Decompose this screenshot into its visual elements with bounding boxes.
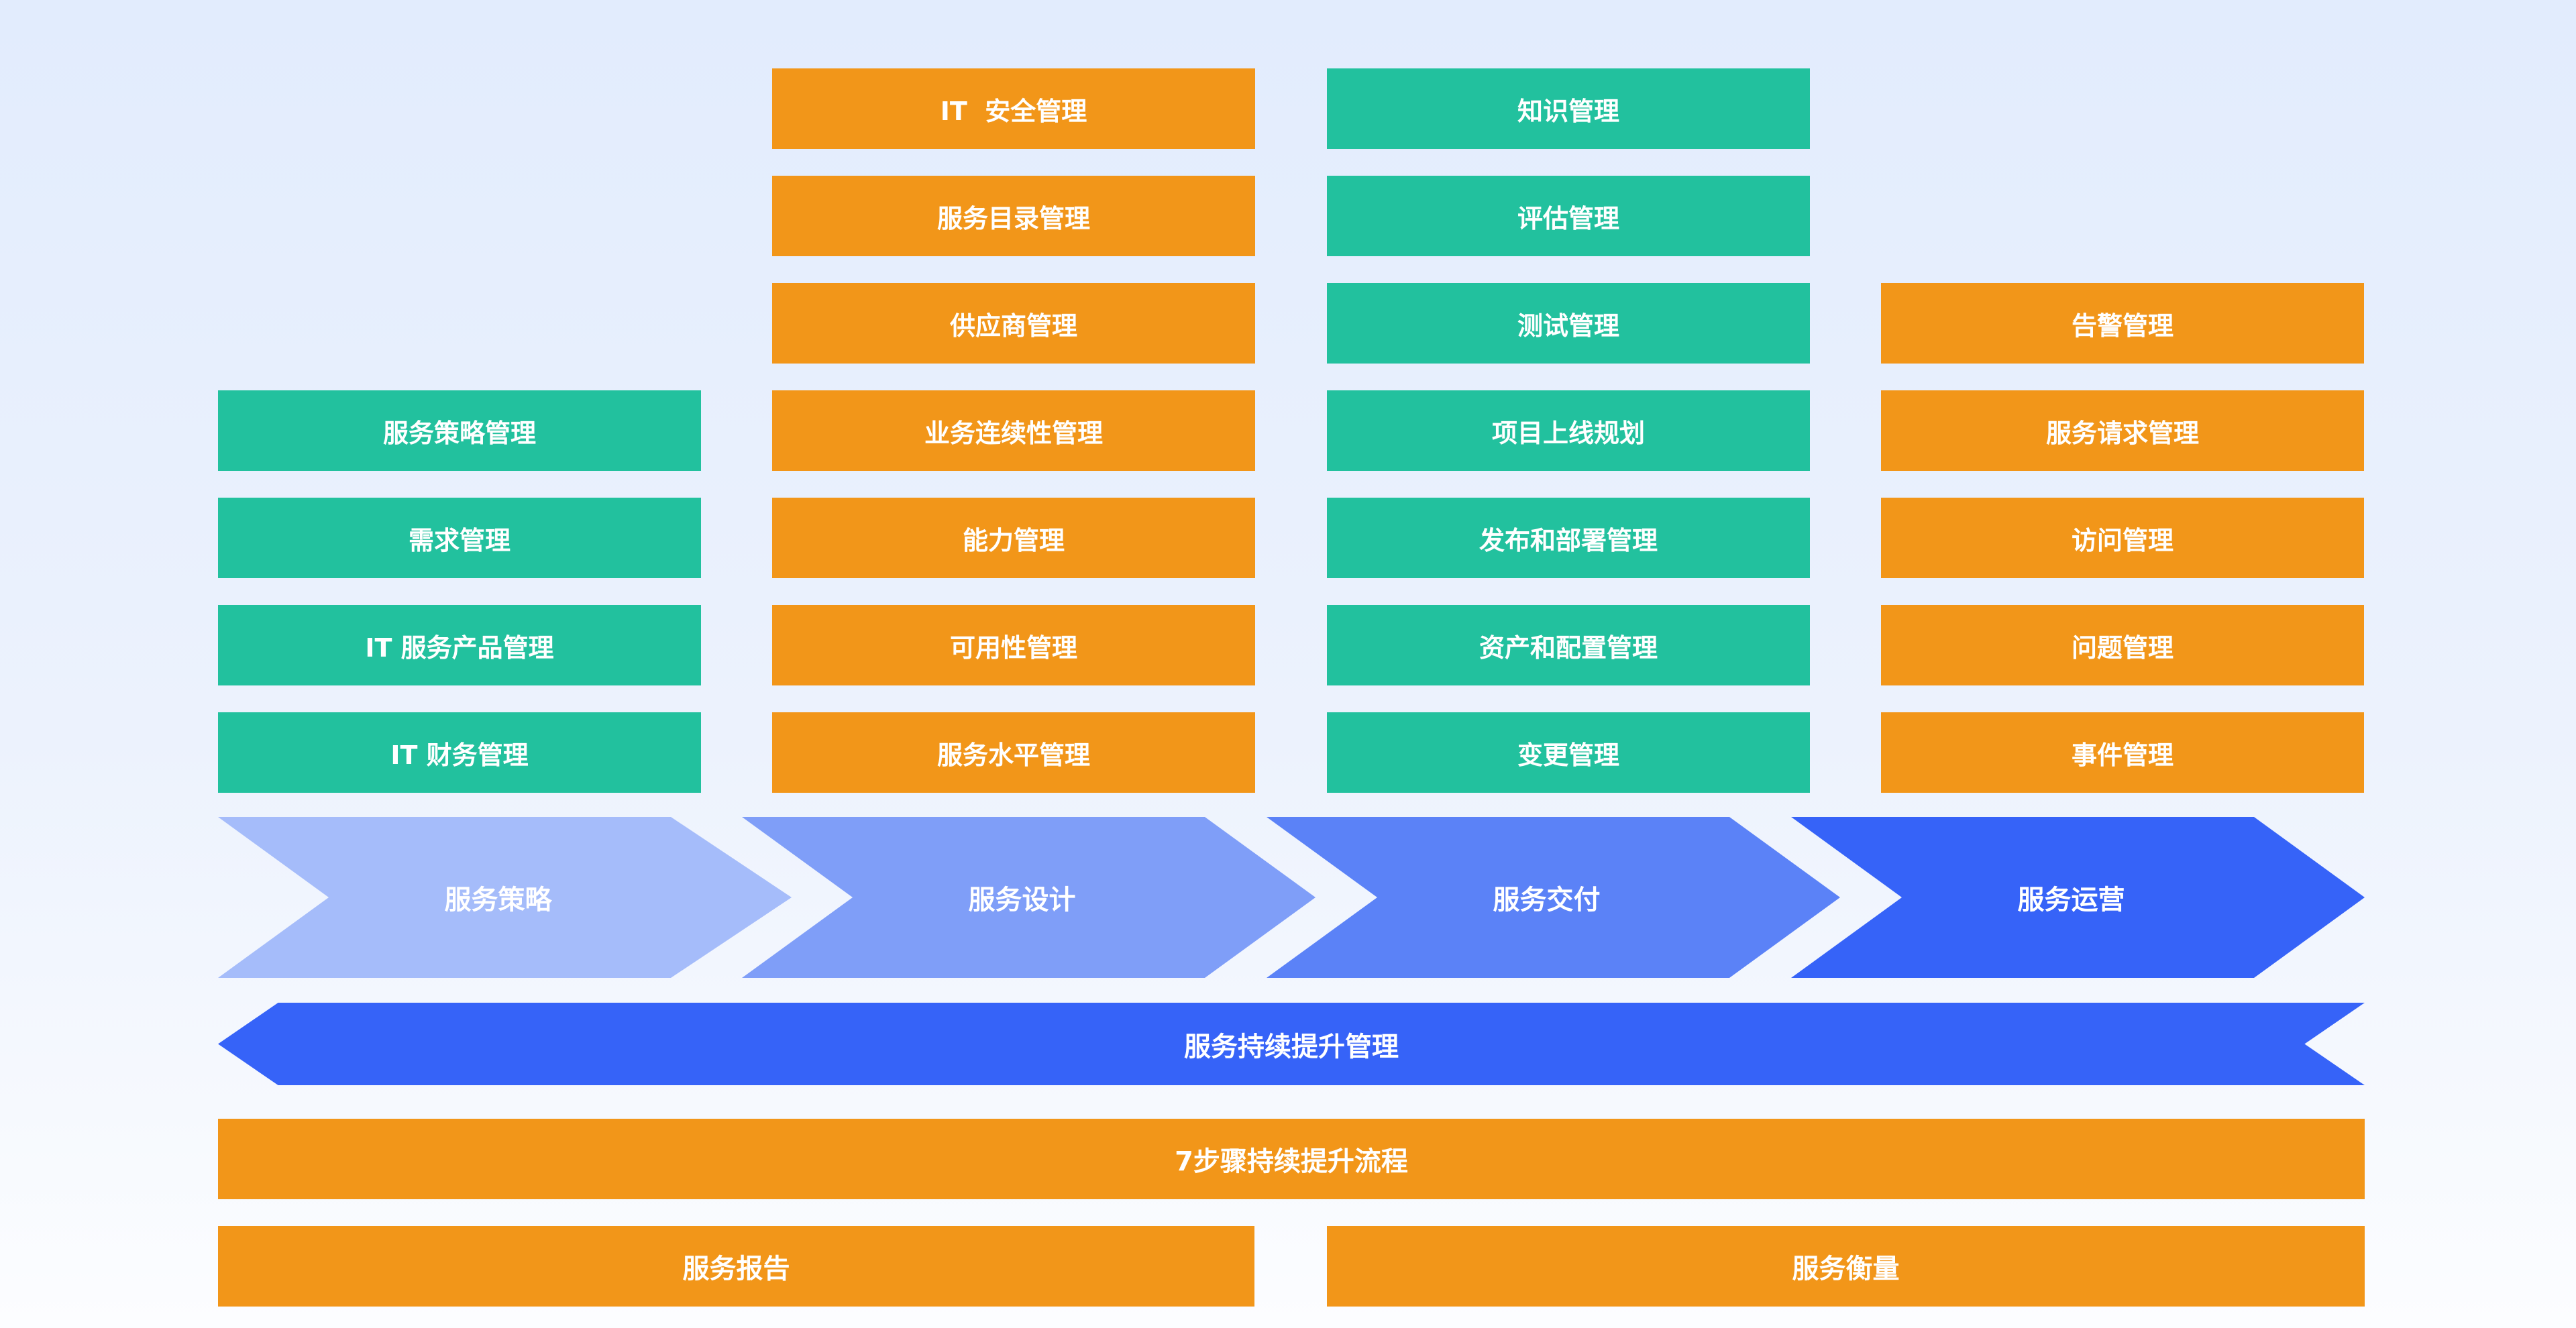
transition-item-project-launch-planning: 项目上线规划 — [1327, 390, 1810, 471]
operation-item-problem-management: 问题管理 — [1881, 605, 2364, 685]
stage-label: 服务策略 — [444, 885, 552, 916]
service-measurement-label: 服务衡量 — [1792, 1254, 1900, 1284]
transition-item-release-deployment-management: 发布和部署管理 — [1327, 498, 1810, 578]
strategy-item-it-financial-management: IT 财务管理 — [218, 712, 701, 793]
stage-label: 服务运营 — [2017, 885, 2125, 916]
design-item-capacity-management: 能力管理 — [772, 498, 1255, 578]
service-report-bar: 服务报告 — [218, 1226, 1254, 1307]
operation-item-alert-management: 告警管理 — [1881, 283, 2364, 364]
design-item-service-catalog-management: 服务目录管理 — [772, 176, 1255, 256]
continual-improvement-band: 服务持续提升管理 — [218, 1003, 2365, 1085]
design-item-service-level-management: 服务水平管理 — [772, 712, 1255, 793]
transition-item-test-management: 测试管理 — [1327, 283, 1810, 364]
strategy-item-it-service-product-management: IT 服务产品管理 — [218, 605, 701, 685]
strategy-item-demand-management: 需求管理 — [218, 498, 701, 578]
stage-chevron-service-design: 服务设计 — [742, 817, 1316, 978]
transition-item-knowledge-management: 知识管理 — [1327, 68, 1810, 149]
service-measurement-bar: 服务衡量 — [1327, 1226, 2365, 1307]
strategy-item-service-strategy-management: 服务策略管理 — [218, 390, 701, 471]
transition-item-asset-configuration-management: 资产和配置管理 — [1327, 605, 1810, 685]
stage-chevron-service-strategy: 服务策略 — [218, 817, 792, 978]
stage-label: 服务交付 — [1493, 885, 1601, 916]
band-label: 服务持续提升管理 — [1184, 1031, 1399, 1062]
design-item-business-continuity-management: 业务连续性管理 — [772, 390, 1255, 471]
operation-item-service-request-management: 服务请求管理 — [1881, 390, 2364, 471]
transition-item-evaluation-management: 评估管理 — [1327, 176, 1810, 256]
operation-item-incident-management: 事件管理 — [1881, 712, 2364, 793]
seven-step-process-bar: 7步骤持续提升流程 — [218, 1119, 2365, 1199]
process-bar-label: 7步骤持续提升流程 — [1175, 1146, 1408, 1177]
design-item-availability-management: 可用性管理 — [772, 605, 1255, 685]
stage-chevron-service-operation: 服务运营 — [1791, 817, 2365, 978]
stage-chevron-service-transition: 服务交付 — [1267, 817, 1840, 978]
service-report-label: 服务报告 — [682, 1254, 790, 1284]
design-item-supplier-management: 供应商管理 — [772, 283, 1255, 364]
operation-item-access-management: 访问管理 — [1881, 498, 2364, 578]
stage-label: 服务设计 — [968, 885, 1076, 916]
design-item-it-security-management: IT 安全管理 — [772, 68, 1255, 149]
transition-item-change-management: 变更管理 — [1327, 712, 1810, 793]
